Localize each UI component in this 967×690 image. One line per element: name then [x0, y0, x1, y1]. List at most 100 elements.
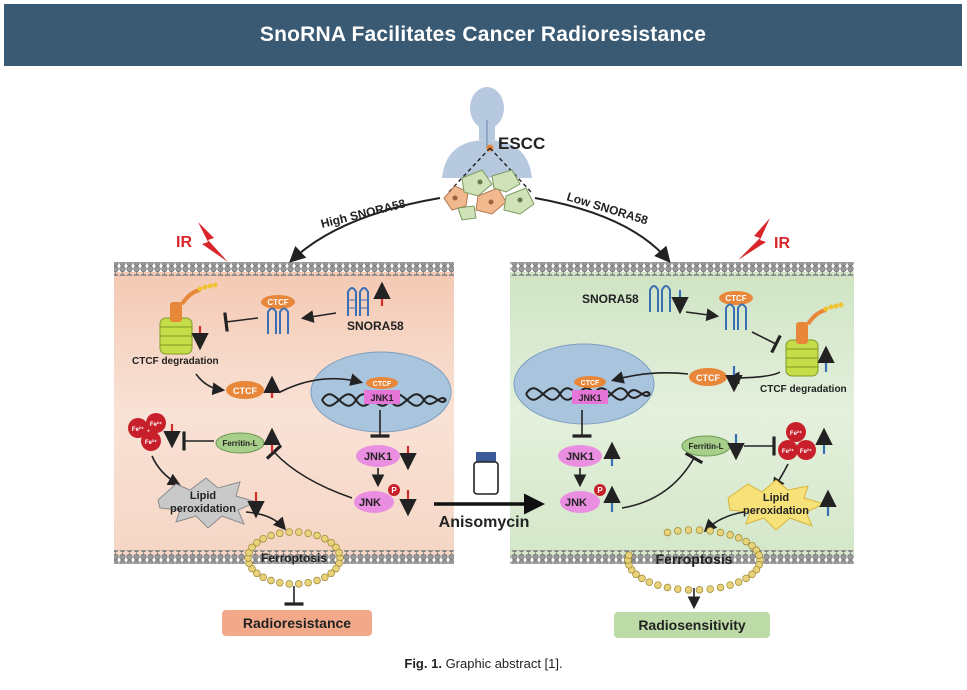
title-banner: SnoRNA Facilitates Cancer Radioresistanc… — [4, 4, 962, 66]
svg-text:Fe²⁺: Fe²⁺ — [790, 430, 802, 437]
lipid-droplet — [752, 565, 761, 574]
left-ferritin-label: Ferritin-L — [222, 439, 257, 448]
left-bottom-membrane — [114, 550, 454, 564]
right-ferritin-label: Ferritin-L — [688, 442, 723, 451]
svg-text:Fe²⁺: Fe²⁺ — [145, 439, 157, 446]
left-jnk1-label: JNK1 — [364, 451, 392, 463]
right-ferroptosis-ring-icon — [624, 526, 764, 594]
right-jnk1-label: JNK1 — [566, 451, 594, 463]
lipid-droplet — [267, 531, 275, 540]
left-ctcf-degradation-label: CTCF degradation — [132, 356, 219, 367]
right-jnk-label: JNK — [565, 497, 587, 509]
lipid-droplet — [645, 578, 654, 586]
figure-label: Fig. 1. — [404, 656, 442, 671]
lipid-droplet — [706, 527, 714, 535]
lipid-droplet — [313, 531, 321, 540]
lipid-droplet — [674, 527, 682, 535]
svg-text:Fe²⁺: Fe²⁺ — [150, 421, 162, 428]
lipid-droplet — [259, 573, 267, 582]
left-fe-cluster-icon: Fe²⁺ Fe²⁺ Fe²⁺ — [128, 413, 166, 451]
lipid-droplet — [295, 580, 303, 588]
right-ctcf-bound-label: CTCF — [725, 294, 746, 303]
lipid-droplet — [285, 580, 293, 588]
left-pjnk-protein — [354, 491, 394, 513]
lipid-droplet — [755, 551, 763, 559]
right-lipid-label-1: Lipid — [763, 492, 789, 504]
lipid-droplet — [706, 585, 714, 593]
lipid-droplet — [321, 534, 329, 543]
right-jnk1-gene-label: JNK1 — [578, 393, 601, 403]
svg-text:Fe²⁺: Fe²⁺ — [782, 448, 794, 455]
escc-label: ESCC — [498, 134, 545, 153]
lipid-droplet — [674, 585, 682, 593]
lipid-droplet — [285, 528, 293, 536]
figure-caption: Fig. 1. Graphic abstract [1]. — [0, 656, 967, 671]
lipid-droplet — [695, 586, 704, 594]
drug-vial-icon — [473, 452, 499, 495]
right-jnk1-protein — [558, 445, 602, 467]
low-branch-arrow — [534, 197, 671, 264]
right-pjnk-protein — [560, 491, 600, 513]
svg-text:Fe²⁺: Fe²⁺ — [800, 448, 812, 455]
anisomycin-label: Anisomycin — [439, 514, 530, 531]
lipid-droplet — [684, 526, 693, 534]
right-phospho-icon — [594, 484, 606, 496]
right-ctcf-bound — [719, 291, 753, 305]
left-top-membrane — [114, 262, 454, 276]
lipid-droplet — [295, 528, 303, 536]
left-lipid-label-1: Lipid — [190, 490, 216, 502]
left-jnk1-protein — [356, 445, 400, 467]
lipid-droplet — [716, 583, 725, 592]
right-lipid-burst-icon — [727, 479, 826, 531]
lipid-droplet — [304, 529, 312, 538]
left-bound-hairpin-icon — [267, 307, 289, 334]
left-jnk-label: JNK — [359, 497, 381, 509]
lipid-droplet — [632, 570, 640, 579]
lipid-droplet — [313, 576, 321, 585]
left-jnk1-gene-box — [364, 390, 400, 404]
lipid-droplet — [321, 573, 329, 582]
lipid-droplet — [267, 576, 275, 585]
lipid-droplet — [663, 583, 672, 592]
right-ctcf-degradation-label: CTCF degradation — [760, 384, 847, 395]
svg-text:Fe²⁺: Fe²⁺ — [132, 426, 144, 433]
right-snora58-hairpin-icon — [649, 285, 671, 312]
high-branch-arrow — [289, 197, 441, 263]
lipid-droplet — [716, 528, 725, 537]
right-ctcf-free-label: CTCF — [696, 373, 720, 383]
right-snora58-label: SNORA58 — [582, 292, 639, 306]
lipid-droplet — [259, 534, 267, 543]
lipid-droplet — [253, 538, 261, 547]
lipid-droplet — [695, 526, 704, 534]
radiosensitivity-box — [614, 612, 770, 638]
lipid-droplet — [638, 574, 646, 583]
lipid-droplet — [327, 538, 335, 547]
left-proteasome-icon — [159, 282, 218, 355]
left-lipid-burst-icon — [157, 477, 258, 529]
left-ctcf-free-label: CTCF — [233, 386, 257, 396]
lipid-droplet — [726, 531, 734, 539]
left-snora-to-ctcf-arrow — [300, 310, 337, 323]
lipid-droplet — [625, 551, 633, 559]
right-bottom-membrane — [510, 550, 854, 564]
left-lipid-label-2: peroxidation — [170, 503, 236, 515]
lipid-droplet — [276, 529, 284, 538]
lipid-droplet — [248, 543, 256, 552]
left-nucleus-ctcf-label: CTCF — [373, 381, 392, 388]
left-ctcf-free — [226, 381, 264, 399]
ir-right-label: IR — [774, 235, 790, 252]
lipid-droplet — [304, 578, 312, 587]
lipid-droplet — [332, 564, 340, 573]
left-p-label: P — [391, 486, 397, 495]
radioresistance-label: Radioresistance — [243, 615, 351, 631]
high-snora58-label: High SNORA58 — [319, 196, 407, 231]
lipid-droplet — [327, 569, 335, 578]
ir-bolt-right-icon — [738, 218, 770, 260]
lipid-droplet — [734, 578, 743, 586]
ir-left-label: IR — [176, 234, 192, 251]
left-ferroptosis-ring-icon — [244, 528, 344, 588]
ir-bolt-left-icon — [198, 222, 228, 262]
radioresistance-box — [222, 610, 372, 636]
lipid-droplet — [663, 528, 672, 537]
